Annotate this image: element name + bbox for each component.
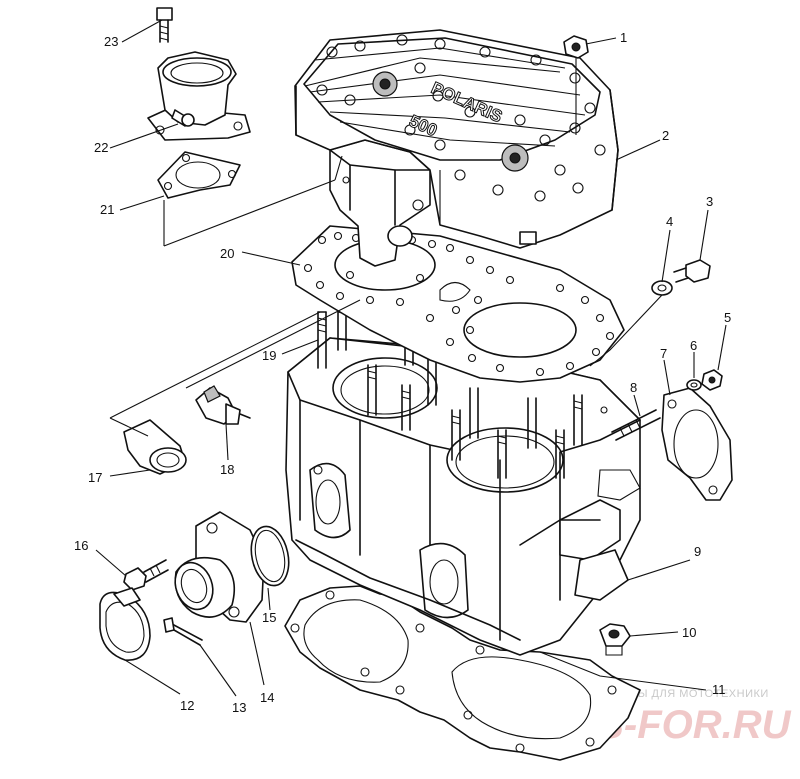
part-label-1: 1 — [620, 30, 627, 45]
cylinder-head: POLARIS 500 — [294, 29, 619, 249]
bolt-16 — [123, 559, 169, 591]
o-ring-15 — [250, 525, 290, 587]
part-label-19: 19 — [262, 348, 276, 363]
part-label-9: 9 — [694, 544, 701, 559]
nut-1 — [563, 35, 589, 135]
part-label-18: 18 — [220, 462, 234, 477]
part-label-8: 8 — [630, 380, 637, 395]
nut-10 — [599, 623, 631, 656]
part-label-15: 15 — [262, 610, 276, 625]
intake-flange — [174, 511, 265, 623]
part-label-20: 20 — [220, 246, 234, 261]
part-label-22: 22 — [94, 140, 108, 155]
exhaust-gasket — [661, 387, 733, 501]
part-label-23: 23 — [104, 34, 118, 49]
part-label-3: 3 — [706, 194, 713, 209]
nut-5 — [701, 369, 723, 391]
stud-8 — [611, 409, 661, 441]
temp-sensor-18 — [195, 385, 251, 425]
washer-4 — [651, 280, 673, 296]
part-label-6: 6 — [690, 338, 697, 353]
part-label-12: 12 — [180, 698, 194, 713]
callout-leaders — [95, 19, 727, 697]
part-label-14: 14 — [260, 690, 274, 705]
thermostat-cover — [147, 51, 251, 141]
part-label-7: 7 — [660, 346, 667, 361]
part-label-11: 11 — [712, 682, 726, 697]
part-label-2: 2 — [662, 128, 669, 143]
hose-clamp-12 — [99, 587, 151, 661]
sleeve-17 — [123, 419, 187, 475]
screw-3 — [673, 259, 711, 283]
part-label-4: 4 — [666, 214, 673, 229]
part-label-10: 10 — [682, 625, 696, 640]
part-label-17: 17 — [88, 470, 102, 485]
part-number-labels: 1 2 3 4 5 6 7 8 9 10 11 12 13 14 15 16 1… — [74, 30, 731, 715]
bolt-23 — [156, 7, 173, 43]
part-label-21: 21 — [100, 202, 114, 217]
part-label-5: 5 — [724, 310, 731, 325]
thermostat-gasket — [157, 151, 241, 199]
part-label-13: 13 — [232, 700, 246, 715]
screw-13 — [163, 617, 203, 646]
washer-6 — [686, 379, 702, 391]
part-label-16: 16 — [74, 538, 88, 553]
